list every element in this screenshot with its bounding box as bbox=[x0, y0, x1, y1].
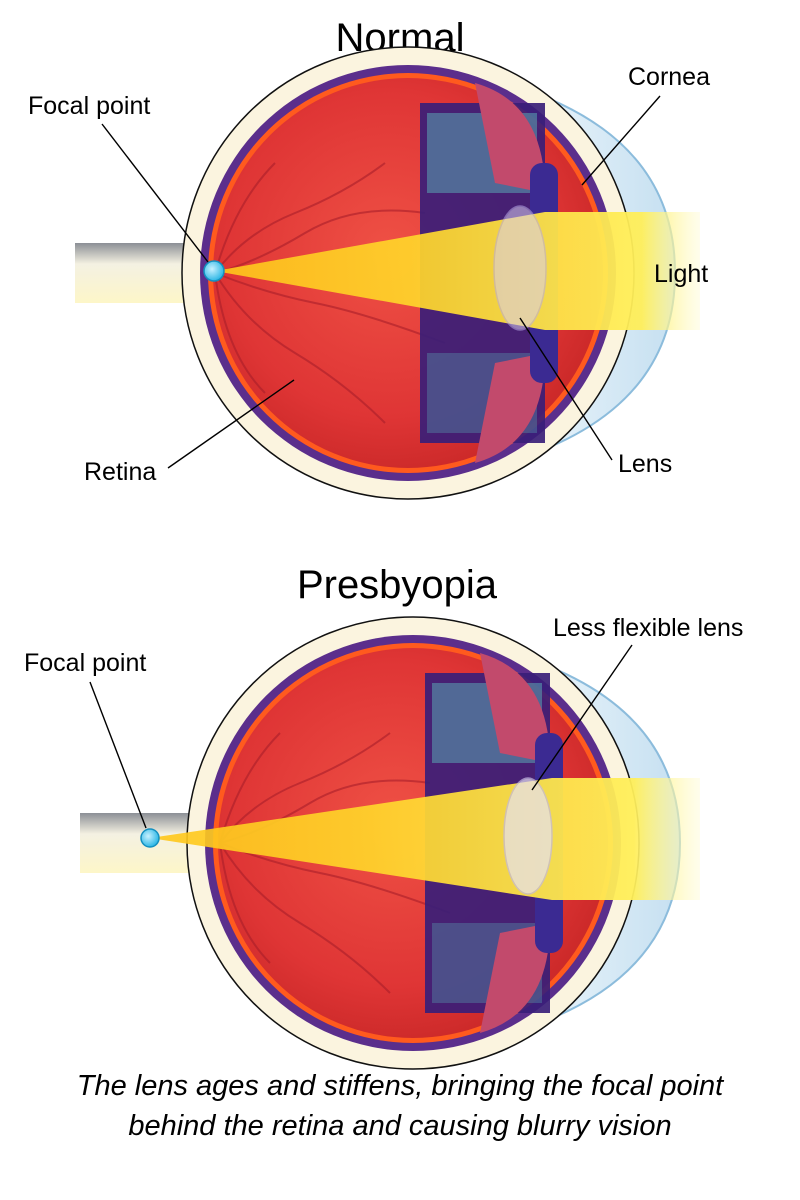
normal-lens bbox=[493, 205, 547, 331]
normal-focal-point-leader bbox=[101, 123, 209, 263]
normal-light-label: Light bbox=[654, 260, 708, 288]
normal-retina-label: Retina bbox=[84, 458, 156, 486]
normal-focal-point-dot bbox=[203, 260, 225, 282]
presbyopia-title: Presbyopia bbox=[297, 563, 498, 607]
caption: The lens ages and stiffens, bringing the… bbox=[0, 1066, 800, 1146]
normal-light-beam bbox=[215, 212, 700, 330]
normal-lens-label: Lens bbox=[618, 450, 672, 478]
presbyopia-less-flexible-lens-label: Less flexible lens bbox=[553, 614, 743, 642]
caption-line-2: behind the retina and causing blurry vis… bbox=[128, 1110, 672, 1142]
normal-cornea-leader bbox=[581, 95, 661, 186]
presbyopia-less-flexible-lens-leader bbox=[531, 644, 633, 791]
normal-retina-leader bbox=[167, 379, 295, 469]
normal-focal-point-label: Focal point bbox=[28, 92, 150, 120]
presbyopia-light-beam bbox=[150, 778, 700, 900]
presbyopia-focal-point-dot bbox=[140, 828, 160, 848]
normal-lens-leader bbox=[519, 317, 613, 461]
normal-cornea-label: Cornea bbox=[628, 63, 710, 91]
presbyopia-focal-point-label: Focal point bbox=[24, 649, 146, 677]
presbyopia-focal-point-leader bbox=[89, 681, 147, 829]
presbyopia-lens bbox=[503, 777, 553, 895]
caption-line-1: The lens ages and stiffens, bringing the… bbox=[76, 1070, 724, 1102]
